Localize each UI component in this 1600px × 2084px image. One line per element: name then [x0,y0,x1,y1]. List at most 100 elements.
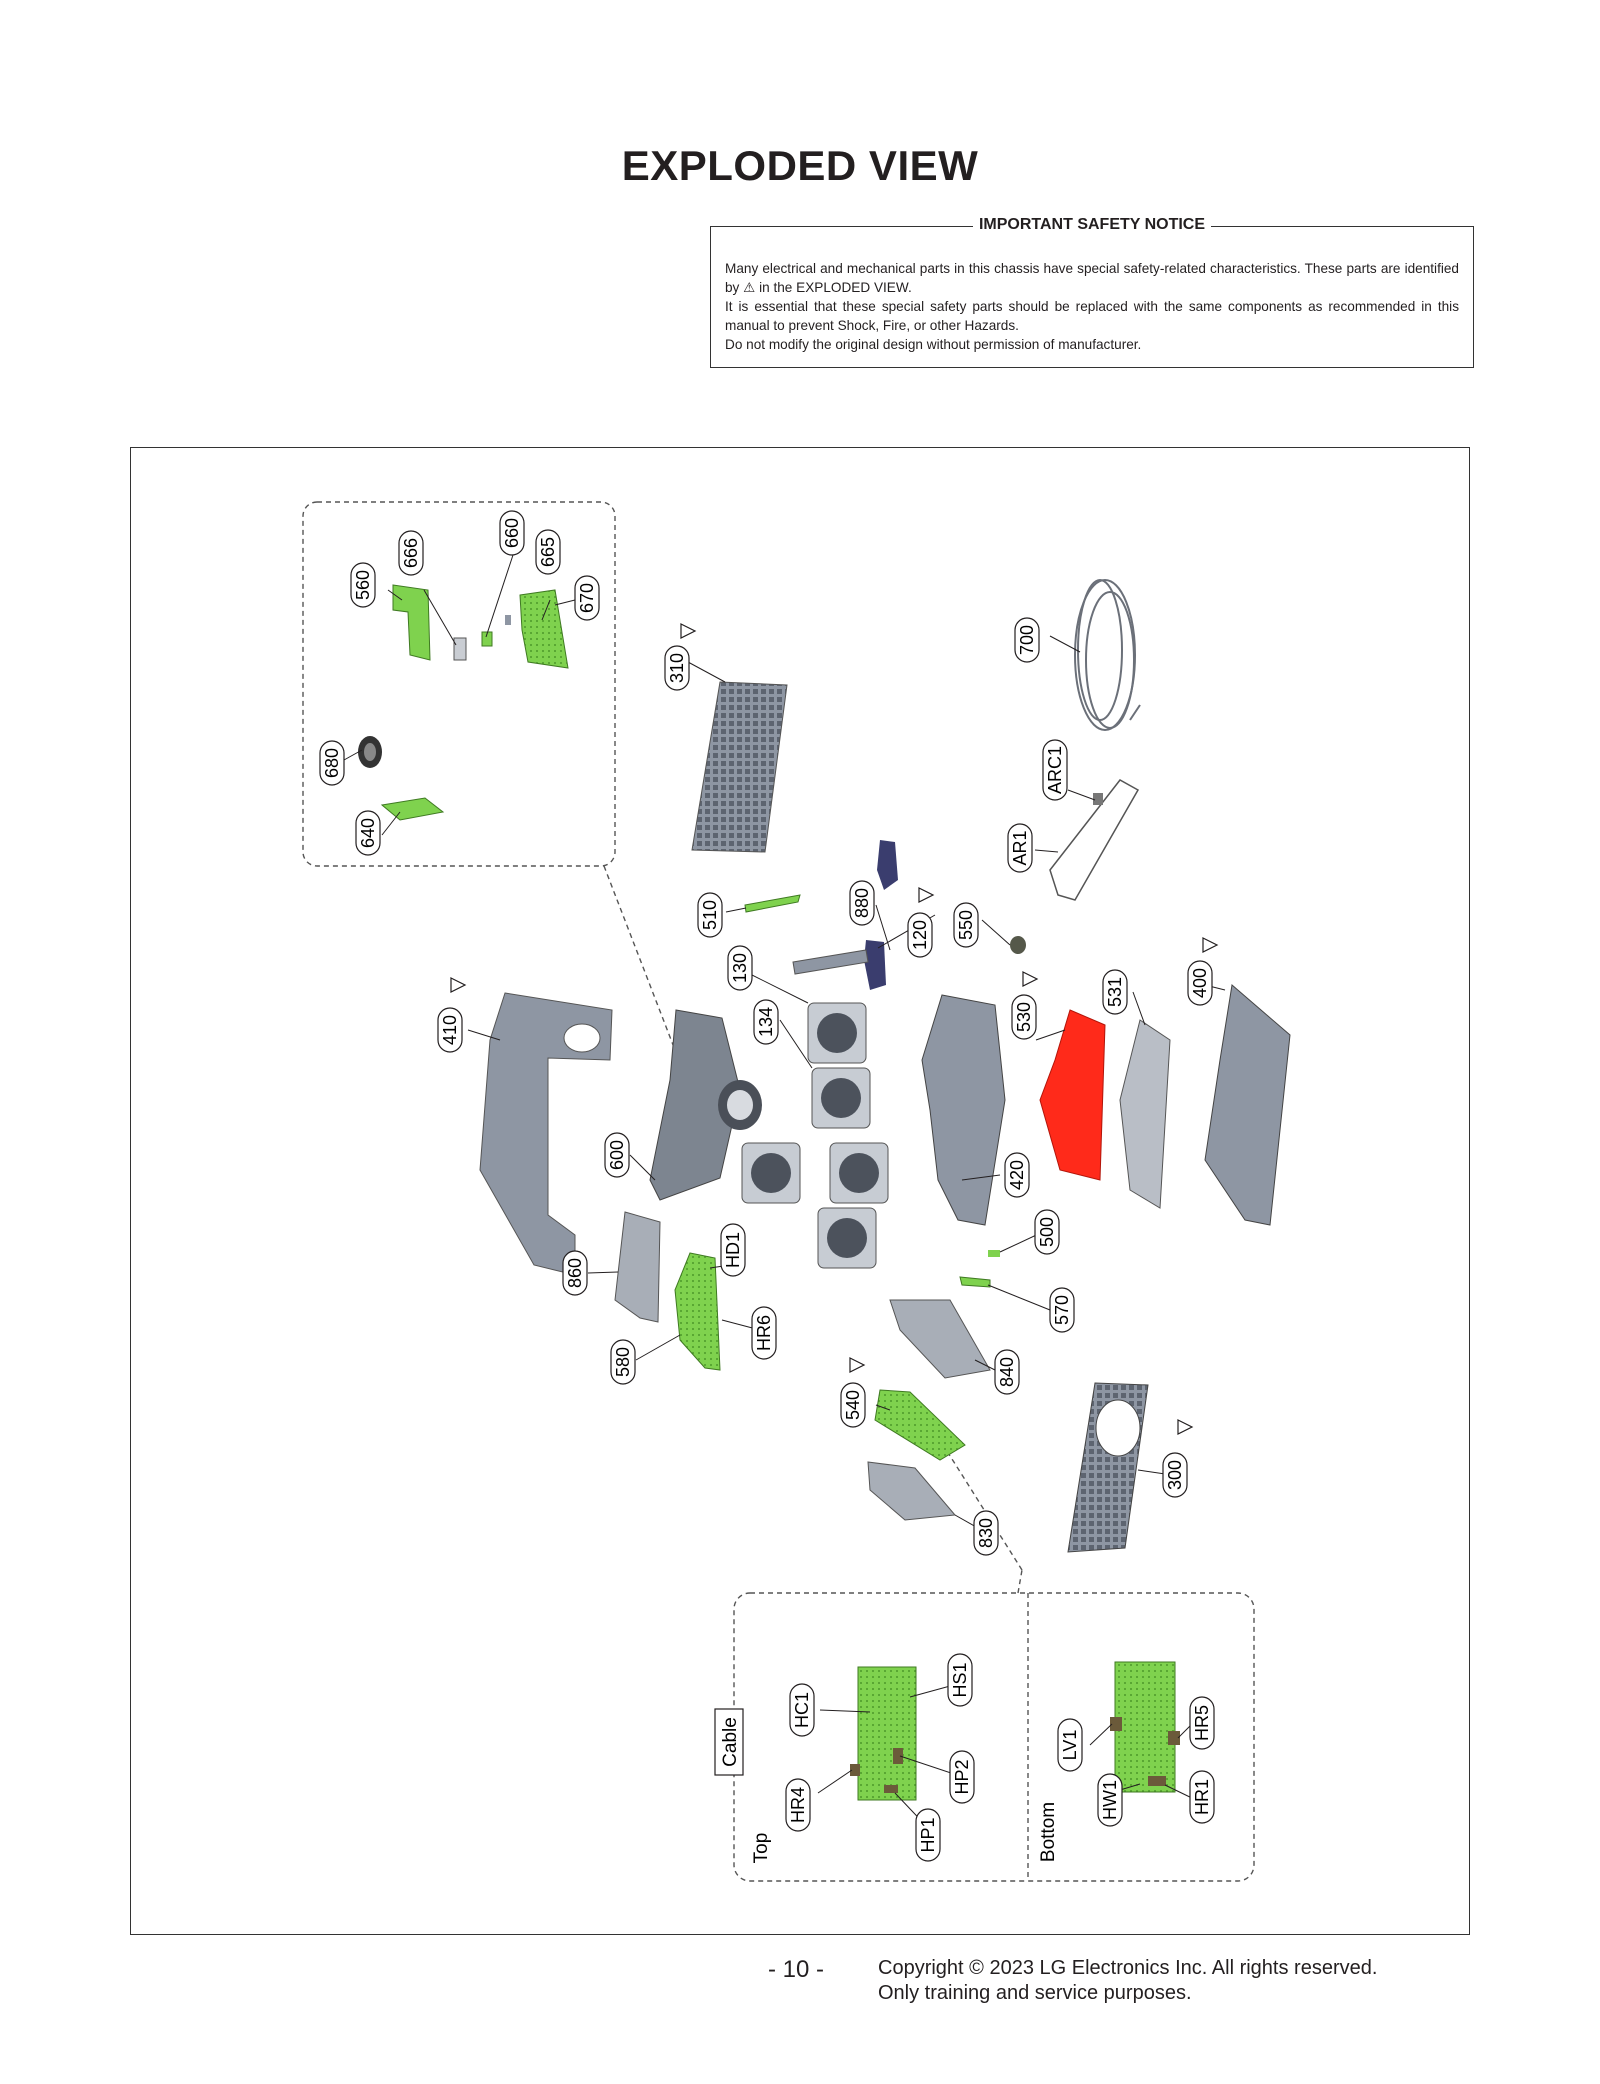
part-600-optical-engine [649,1009,762,1201]
svg-text:Cable: Cable [720,1717,741,1767]
svg-text:130: 130 [730,953,750,983]
part-666-bracket [453,637,467,661]
label-hr1: HR1 [1189,1770,1215,1824]
label-134: 134 [753,999,779,1045]
label-130: 130 [727,945,753,991]
diagram-frame [130,447,1470,1935]
label-860: 860 [562,1250,588,1296]
notice-line-1b: in the EXPLODED VIEW. [759,280,912,295]
part-510-board [744,894,801,913]
svg-text:570: 570 [1052,1295,1072,1325]
svg-text:640: 640 [358,818,378,848]
svg-text:600: 600 [607,1140,627,1170]
svg-text:400: 400 [1190,968,1210,998]
part-830-frame [867,1461,956,1521]
part-120-power-unit [864,840,898,990]
caption-cable: Cable [714,1708,744,1776]
label-660: 660 [499,510,525,556]
copyright-block: Copyright © 2023 LG Electronics Inc. All… [878,1956,1377,2006]
label-500: 500 [1034,1209,1060,1255]
part-570-board [959,1276,991,1288]
label-570: 570 [1049,1287,1075,1333]
svg-text:310: 310 [667,653,687,683]
page-title: EXPLODED VIEW [621,142,979,189]
part-530-shield [1039,1009,1106,1181]
svg-text:HR6: HR6 [754,1315,774,1351]
notice-line-2: It is essential that these special safet… [725,299,1459,333]
label-670: 670 [574,575,600,621]
part-665-board [505,615,511,625]
label-640: 640 [355,810,381,856]
svg-text:LV1: LV1 [1060,1730,1080,1761]
part-680-speaker [358,736,382,768]
label-arc1: ARC1 [1042,739,1068,801]
svg-text:HW1: HW1 [1100,1780,1120,1820]
svg-text:410: 410 [440,1015,460,1045]
svg-text:860: 860 [565,1258,585,1288]
svg-text:530: 530 [1014,1002,1034,1032]
part-400-base-cover [1204,984,1291,1226]
safety-notice-text: Many electrical and mechanical parts in … [725,259,1459,354]
warning-triangle-icon: ⚠ [743,280,756,295]
part-700-power-cord [1074,579,1141,731]
label-420: 420 [1004,1152,1030,1198]
svg-text:Bottom: Bottom [1038,1802,1059,1862]
svg-text:HS1: HS1 [950,1662,970,1697]
part-top-view-board [850,1666,917,1801]
svg-text:660: 660 [502,518,522,548]
label-580: 580 [610,1339,636,1385]
label-hw1: HW1 [1097,1773,1123,1827]
part-860-bracket [614,1211,661,1323]
label-hr6: HR6 [751,1306,777,1360]
label-410: 410 [437,1007,463,1053]
label-hp2: HP2 [949,1750,975,1804]
svg-text:665: 665 [538,537,558,567]
svg-text:300: 300 [1165,1460,1185,1490]
page-number: - 10 - [768,1956,825,1983]
part-560-board [392,584,431,661]
part-660-chip [481,631,493,647]
part-580-main-board [674,1252,721,1371]
part-300-front-grill [1067,1382,1149,1553]
fan-blades [751,1013,879,1258]
part-ar1-remote [1049,779,1140,901]
label-700: 700 [1014,617,1040,663]
svg-text:550: 550 [956,910,976,940]
svg-text:HP2: HP2 [952,1759,972,1794]
label-hc1: HC1 [789,1683,815,1737]
label-lv1: LV1 [1057,1718,1083,1772]
purpose-text: Only training and service purposes. [878,1982,1192,2004]
svg-text:880: 880 [852,888,872,918]
caption-bottom: Bottom [1038,1802,1059,1862]
svg-text:HR4: HR4 [788,1787,808,1823]
svg-text:666: 666 [401,538,421,568]
label-hr4: HR4 [785,1778,811,1832]
label-830: 830 [973,1510,999,1556]
part-640-board [380,797,445,821]
svg-text:120: 120 [910,920,930,950]
svg-text:540: 540 [843,1390,863,1420]
label-300: 300 [1162,1452,1188,1498]
label-hs1: HS1 [947,1653,973,1707]
part-670-board [519,589,569,669]
svg-text:531: 531 [1105,977,1125,1007]
label-400: 400 [1187,960,1213,1006]
label-600: 600 [604,1132,630,1178]
label-880: 880 [849,880,875,926]
notice-line-3: Do not modify the original design withou… [725,337,1142,352]
part-840-frame [889,1299,991,1379]
safety-notice-heading: IMPORTANT SAFETY NOTICE [972,216,1212,233]
svg-text:840: 840 [997,1357,1017,1387]
svg-text:AR1: AR1 [1010,830,1030,865]
svg-text:680: 680 [322,748,342,778]
svg-text:510: 510 [700,900,720,930]
part-500-board [988,1250,1000,1257]
svg-text:HD1: HD1 [723,1232,743,1268]
svg-text:HR5: HR5 [1192,1705,1212,1741]
label-hr5: HR5 [1189,1696,1215,1750]
copyright-text: Copyright © 2023 LG Electronics Inc. All… [878,1957,1378,1979]
label-531: 531 [1102,969,1128,1015]
svg-text:560: 560 [353,570,373,600]
label-550: 550 [953,902,979,948]
